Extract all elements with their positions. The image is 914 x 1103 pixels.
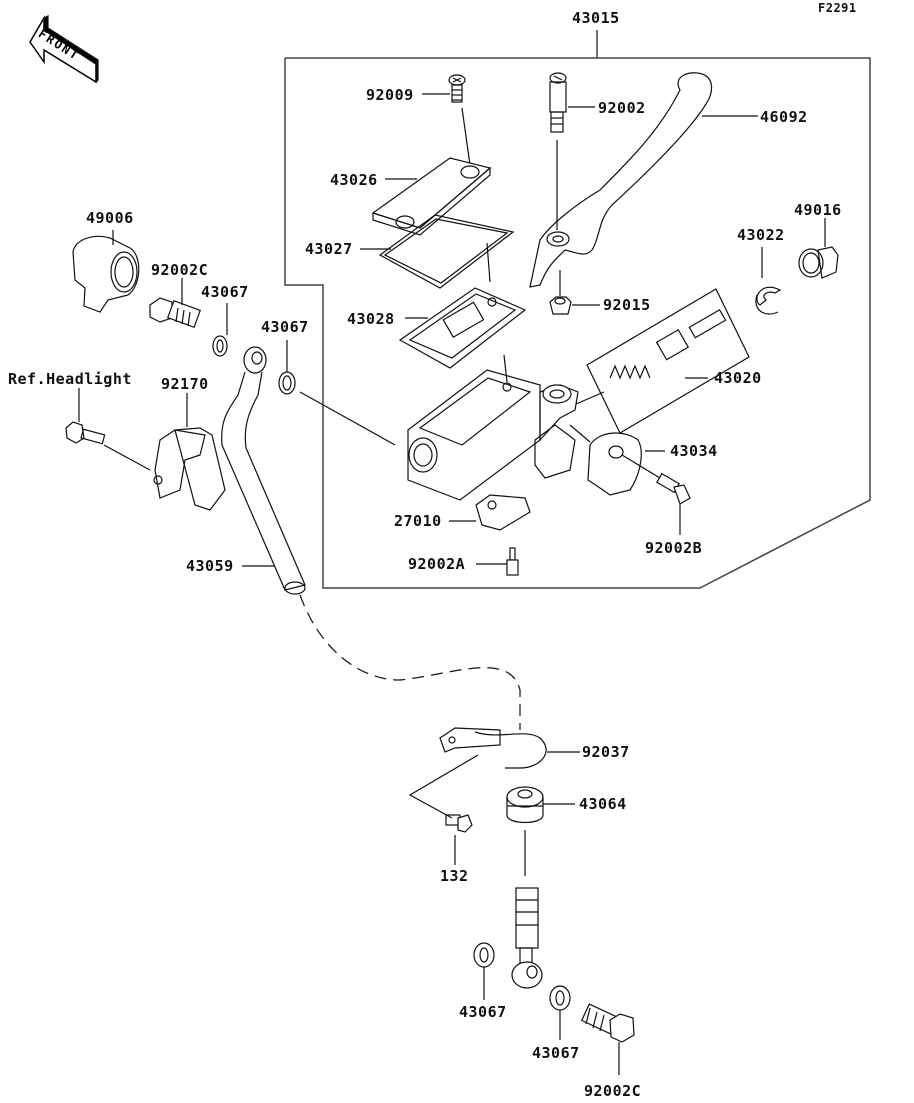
part-label-92037[interactable]: 92037 — [582, 743, 630, 761]
reservoir-cap-43026-icon — [371, 157, 492, 236]
part-label-43022[interactable]: 43022 — [737, 226, 785, 244]
washer-43067-icon — [473, 942, 495, 1000]
part-label-43034[interactable]: 43034 — [670, 442, 718, 460]
part-label-46092[interactable]: 46092 — [760, 108, 808, 126]
reference-headlight-label[interactable]: Ref.Headlight — [8, 370, 132, 388]
pivot-bolt-92002-icon — [549, 72, 595, 230]
part-label-43067[interactable]: 43067 — [201, 283, 249, 301]
screw-132-icon — [445, 814, 473, 865]
brake-lever-46092-icon — [529, 72, 758, 288]
hose-clip-92037-icon — [408, 727, 580, 819]
diaphragm-plate-43028-icon — [398, 242, 527, 369]
washer-43067-icon — [278, 340, 296, 395]
circlip-43022-icon — [755, 247, 782, 315]
part-label-43026[interactable]: 43026 — [330, 171, 378, 189]
washer-43067-icon — [212, 303, 228, 357]
bolt-92002b-icon — [656, 472, 691, 535]
part-label-43020[interactable]: 43020 — [714, 369, 762, 387]
part-label-49006[interactable]: 49006 — [86, 209, 134, 227]
master-cylinder-body-icon — [299, 354, 579, 501]
banjo-bolt-92002c-icon — [149, 278, 202, 329]
part-label-49016[interactable]: 49016 — [794, 201, 842, 219]
washer-43067-icon — [549, 985, 571, 1040]
hose-fitting-icon — [511, 887, 543, 989]
part-label-92170[interactable]: 92170 — [161, 375, 209, 393]
diaphragm-43027-icon — [360, 214, 515, 289]
banjo-bolt-92002c-lower-icon — [580, 1003, 635, 1075]
part-label-92002[interactable]: 92002 — [598, 99, 646, 117]
assembly-outline — [284, 30, 871, 589]
grommet-43064-icon — [506, 786, 575, 876]
part-label-43067[interactable]: 43067 — [261, 318, 309, 336]
part-label-43067[interactable]: 43067 — [532, 1044, 580, 1062]
cap-49006-icon — [72, 230, 140, 313]
brake-switch-27010-icon — [449, 494, 531, 531]
part-label-43027[interactable]: 43027 — [305, 240, 353, 258]
part-label-92002c[interactable]: 92002C — [151, 261, 209, 279]
part-label-92002c[interactable]: 92002C — [584, 1082, 642, 1100]
piston-kit-43020-icon — [575, 288, 750, 434]
boot-49016-icon — [798, 218, 839, 279]
part-label-92002a[interactable]: 92002A — [408, 555, 466, 573]
screw-92009-icon — [422, 74, 471, 166]
part-label-92002b[interactable]: 92002B — [645, 539, 703, 557]
part-label-92009[interactable]: 92009 — [366, 86, 414, 104]
front-arrow-icon — [29, 15, 99, 84]
headlight-bolt-icon — [65, 388, 151, 471]
nut-92015-icon — [549, 270, 600, 315]
part-label-43015[interactable]: 43015 — [572, 9, 620, 27]
figure-code: F2291 — [818, 1, 857, 15]
part-label-27010[interactable]: 27010 — [394, 512, 442, 530]
screw-92002a-icon — [476, 547, 519, 576]
part-label-43059[interactable]: 43059 — [186, 557, 234, 575]
part-label-43067[interactable]: 43067 — [459, 1003, 507, 1021]
part-label-132[interactable]: 132 — [440, 867, 469, 885]
bracket-92170-icon — [153, 393, 226, 511]
part-label-92015[interactable]: 92015 — [603, 296, 651, 314]
brake-hose-43059-icon — [221, 346, 521, 730]
part-label-43064[interactable]: 43064 — [579, 795, 627, 813]
part-label-43028[interactable]: 43028 — [347, 310, 395, 328]
clamp-43034-icon — [569, 424, 665, 496]
